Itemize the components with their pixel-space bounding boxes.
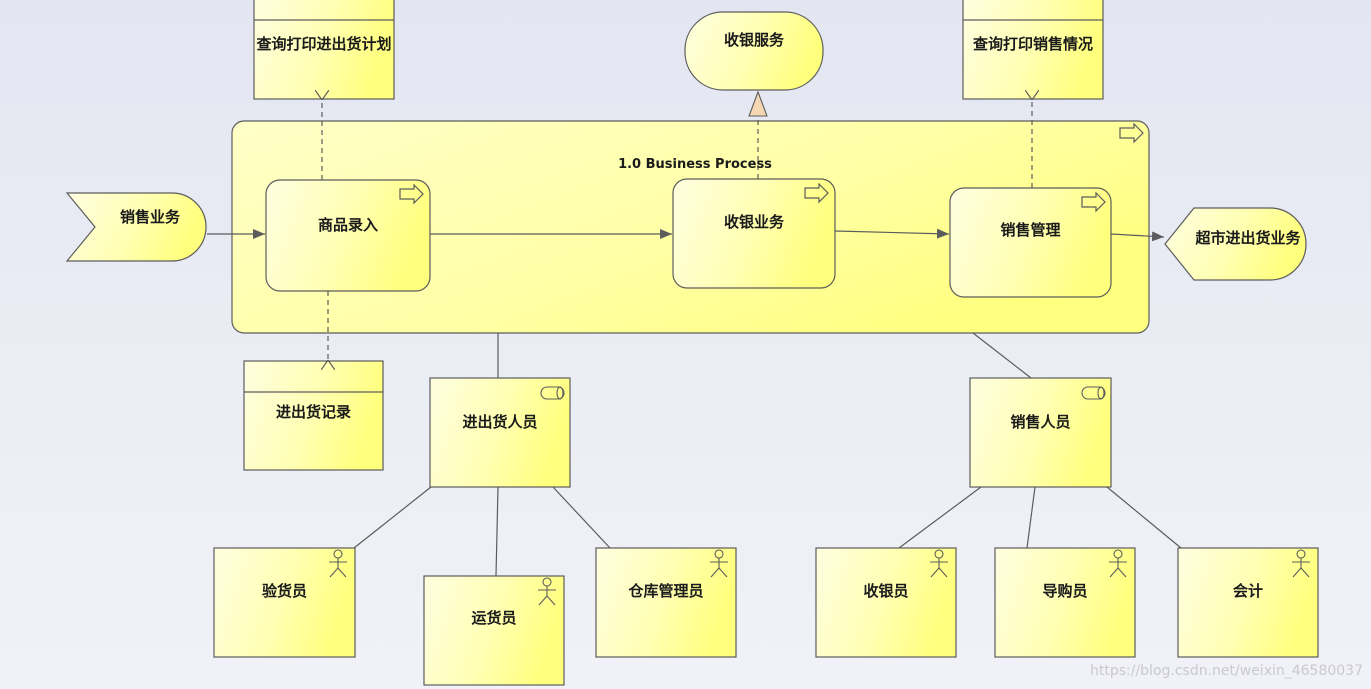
role-stock-staff[interactable] [429,377,571,488]
actor-warehouse-manager[interactable] [595,547,737,658]
process-arrow-icon [1119,122,1144,144]
actor-icon [538,577,556,606]
process-arrow-icon [1081,191,1106,213]
actor-icon [930,549,948,578]
service-cashier[interactable] [684,11,824,91]
event-supermarket-business[interactable] [1164,207,1307,281]
actor-shopping-guide[interactable] [994,547,1136,658]
process-cashier-business[interactable] [672,178,836,289]
actor-cashier[interactable] [815,547,957,658]
object-query-print-sales[interactable] [962,0,1104,100]
event-sales-business[interactable] [65,192,207,262]
actor-icon [329,549,347,578]
role-icon [540,386,565,400]
actor-icon [1292,549,1310,578]
process-sales-management[interactable] [949,187,1112,298]
role-sales-staff[interactable] [969,377,1112,488]
actor-accountant[interactable] [1177,547,1319,658]
flow-cashier-to-sales-mgmt [834,228,950,239]
realization-cashier-to-service [748,90,768,179]
actor-inspector[interactable] [213,547,356,658]
flow-sales-mgmt-to-event [1110,231,1165,242]
object-query-print-plan[interactable] [253,0,395,100]
assignment-lines [353,332,1182,577]
object-stock-record[interactable] [243,360,384,471]
process-product-entry[interactable] [265,179,431,292]
actor-icon [710,549,728,578]
role-icon [1081,386,1106,400]
actor-transporter[interactable] [423,575,565,686]
process-arrow-icon [399,183,424,205]
process-arrow-icon [804,182,829,204]
watermark: https://blog.csdn.net/weixin_46580037 [1089,663,1363,679]
actor-icon [1109,549,1127,578]
